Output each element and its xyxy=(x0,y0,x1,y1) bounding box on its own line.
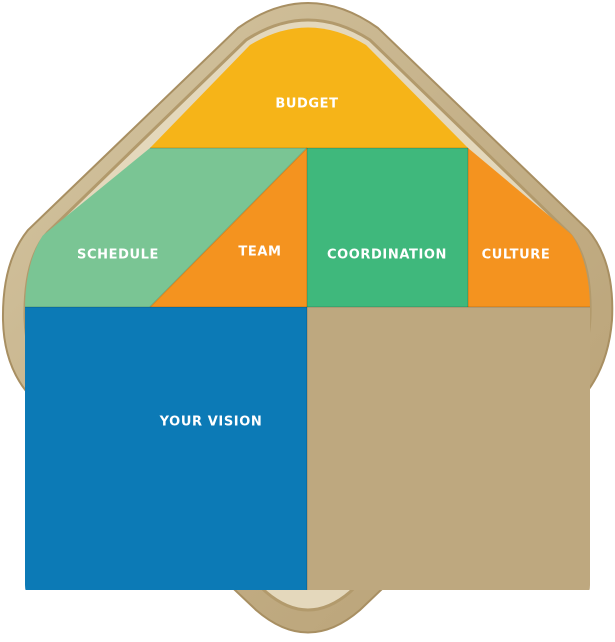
piece-seams xyxy=(25,147,590,590)
schedule-label: SCHEDULE xyxy=(77,248,159,263)
budget-piece xyxy=(150,27,468,148)
team-label: TEAM xyxy=(238,245,281,260)
culture-piece xyxy=(468,148,590,307)
blank-piece xyxy=(307,307,590,590)
schedule-piece xyxy=(25,148,307,307)
your-vision-label: YOUR VISION xyxy=(159,415,263,430)
coordination-label: COORDINATION xyxy=(327,248,447,263)
your-vision-piece xyxy=(25,307,307,590)
culture-label: CULTURE xyxy=(482,248,551,263)
budget-label: BUDGET xyxy=(275,97,338,112)
coordination-piece xyxy=(307,148,468,307)
team-piece xyxy=(150,148,307,307)
